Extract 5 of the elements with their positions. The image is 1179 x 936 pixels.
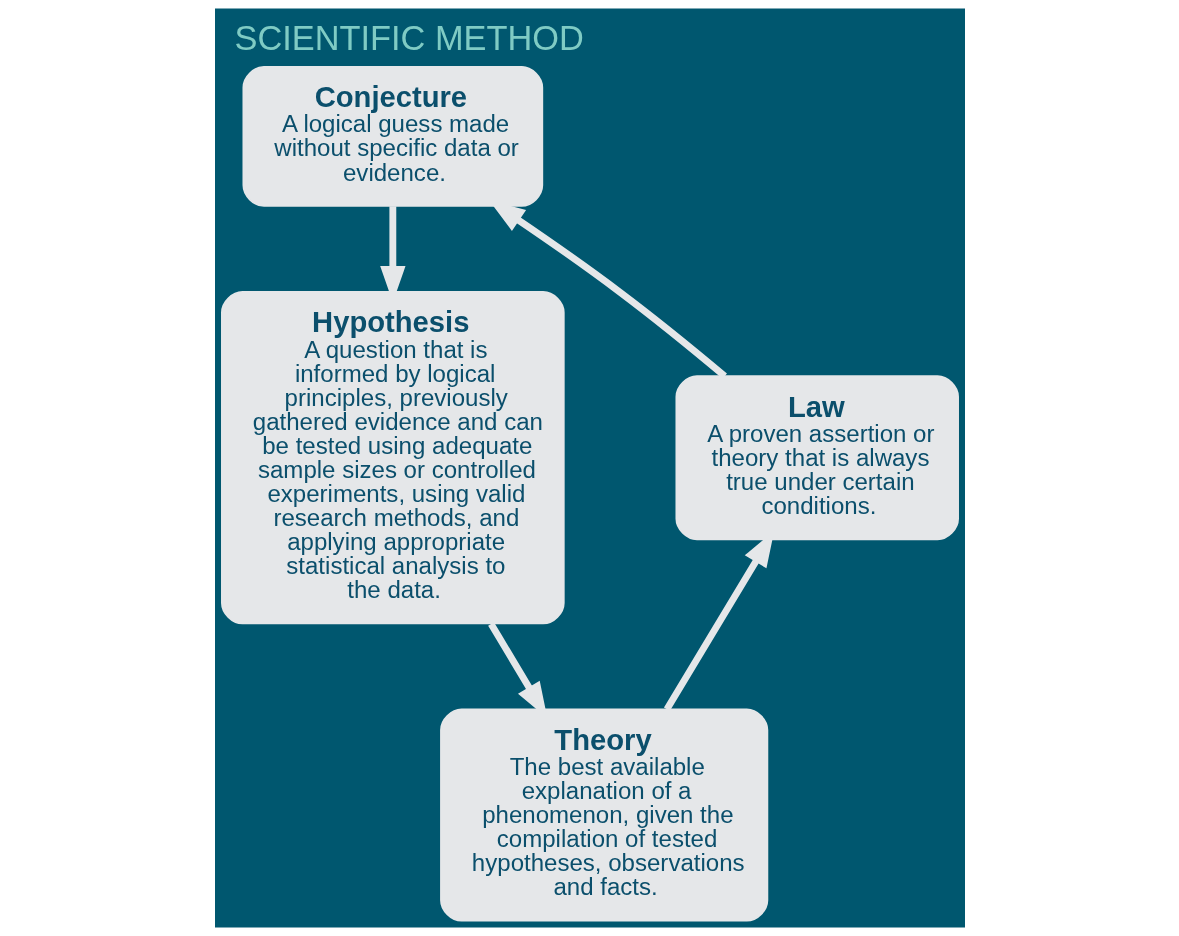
node-box: Theory The best available explanation of a phenomenon, given the compilation of tested hypotheses, observations and facts.	[439, 708, 768, 922]
diagram-title: SCIENTIFIC METHOD	[233, 18, 584, 57]
node-box: Conjecture A logical guess made without specific data or evidence.	[242, 65, 543, 207]
node-box: Hypothesis A question that is informed by logical principles, previously gathered evidence and can be tested using adequate sample sizes or controlled experiments, using valid research methods, and applying appropriate statistical analysis to the data.	[220, 291, 565, 625]
node-box: Law A proven assertion or theory that is always true under certain conditions.	[675, 375, 959, 541]
